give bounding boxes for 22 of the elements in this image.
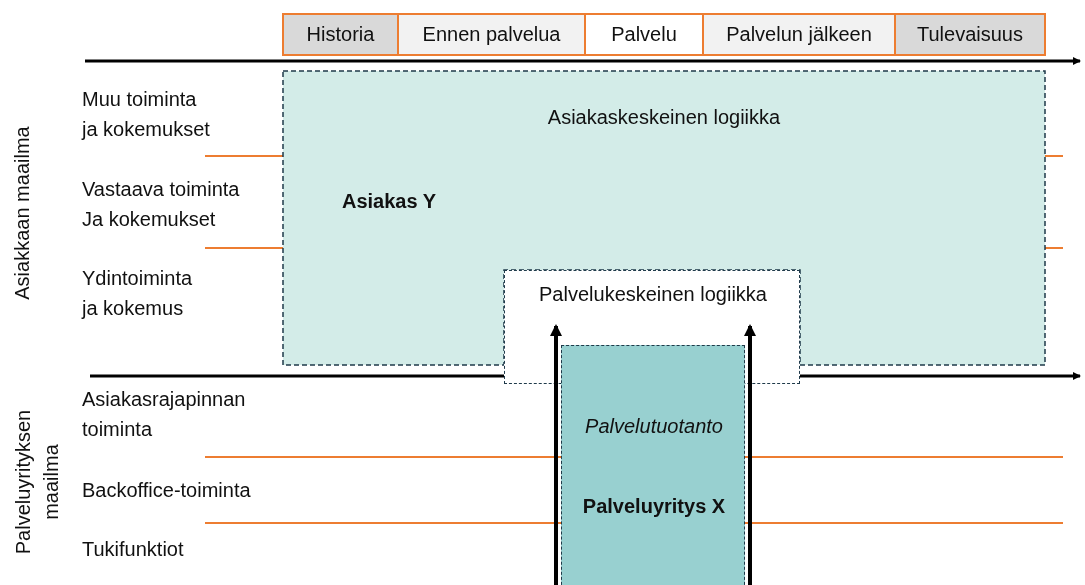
arrow (550, 324, 562, 585)
row-label: Tukifunktiot (82, 537, 185, 562)
timeline-phase-tab: Tulevaisuus (894, 13, 1046, 56)
row-label: Muu toiminta ja kokemukset (82, 87, 211, 142)
timeline-phase-tab: Historia (282, 13, 399, 56)
area-title: Asiakaskeskeinen logiikka (546, 106, 782, 129)
entity-name: Asiakas Y (342, 190, 437, 213)
area-title: Palvelukeskeinen logiikka (538, 283, 768, 306)
logic-area-box (282, 70, 1046, 366)
world-label: Asiakkaan maailma (10, 125, 34, 302)
row-label: Vastaava toiminta Ja kokemukset (82, 177, 241, 232)
timeline-phase-tab: Ennen palvelua (397, 13, 586, 56)
row-label: Backoffice-toiminta (82, 478, 252, 503)
row-label: Ydintoiminta ja kokemus (82, 266, 194, 321)
area-title: Palvelutuotanto (584, 415, 724, 438)
timeline-phase-tab: Palvelu (584, 13, 704, 56)
row-label: Asiakasrajapinnan toiminta (82, 387, 247, 442)
entity-name: Palveluyritys X (581, 495, 727, 518)
world-label: Palveluyrityksen maailma (11, 408, 63, 557)
arrow (744, 324, 756, 585)
timeline-phase-tab: Palvelun jälkeen (702, 13, 896, 56)
service-company-box (561, 345, 745, 585)
